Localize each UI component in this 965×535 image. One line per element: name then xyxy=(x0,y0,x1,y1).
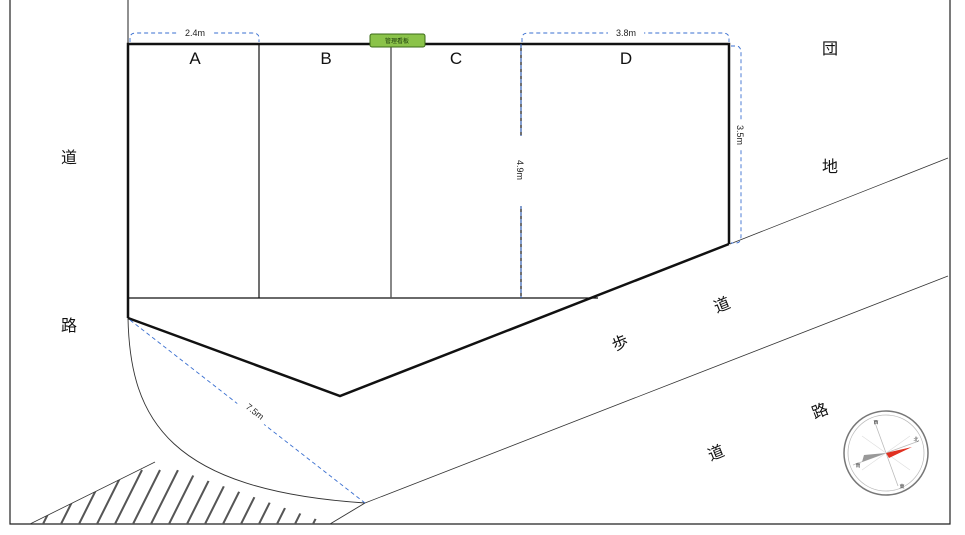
compass-west-label: 西 xyxy=(873,420,878,426)
slot-label-d: D xyxy=(620,49,632,68)
road-corner-edge xyxy=(329,502,366,525)
compass-north-label: 北 xyxy=(913,436,918,443)
bottom-road-label-2: 路 xyxy=(809,399,831,423)
dim-label-slot-width: 2.4m xyxy=(185,28,205,38)
sidewalk-label-2: 道 xyxy=(711,293,733,317)
left-road-label-1: 道 xyxy=(61,148,77,167)
parking-lot-outline xyxy=(126,42,731,318)
management-sign xyxy=(369,33,426,48)
slot-label-c: C xyxy=(450,49,462,68)
hatch-edge xyxy=(29,461,156,525)
housing-complex-label-1: 団 xyxy=(822,39,838,58)
housing-complex-label-2: 地 xyxy=(822,157,838,176)
compass-needle-tail xyxy=(862,453,886,462)
dim-label-slot-d-depth: 3.5m xyxy=(735,125,745,145)
lot-front-boundary xyxy=(127,242,730,398)
left-road-label-2: 路 xyxy=(61,316,77,335)
sidewalk-label-1: 歩 xyxy=(609,331,631,355)
road-edge-line xyxy=(364,275,949,504)
dim-label-slot-depth: 4.9m xyxy=(515,160,525,180)
compass-south-label: 南 xyxy=(855,462,860,469)
compass-east-label: 東 xyxy=(899,483,904,490)
hatched-crosswalk xyxy=(39,469,330,524)
sidewalk-edge-line xyxy=(729,157,949,245)
bottom-road-label-1: 道 xyxy=(705,441,727,465)
road-corner-curve xyxy=(127,317,366,504)
slot-label-b: B xyxy=(320,49,331,68)
compass-rose: 西 東 南 北 xyxy=(843,410,929,496)
page-frame xyxy=(9,0,951,525)
compass-needle xyxy=(886,447,912,458)
dim-label-slot-d-width: 3.8m xyxy=(616,28,636,38)
management-sign-label: 管理看板 xyxy=(385,37,409,45)
slot-label-a: A xyxy=(189,49,201,68)
